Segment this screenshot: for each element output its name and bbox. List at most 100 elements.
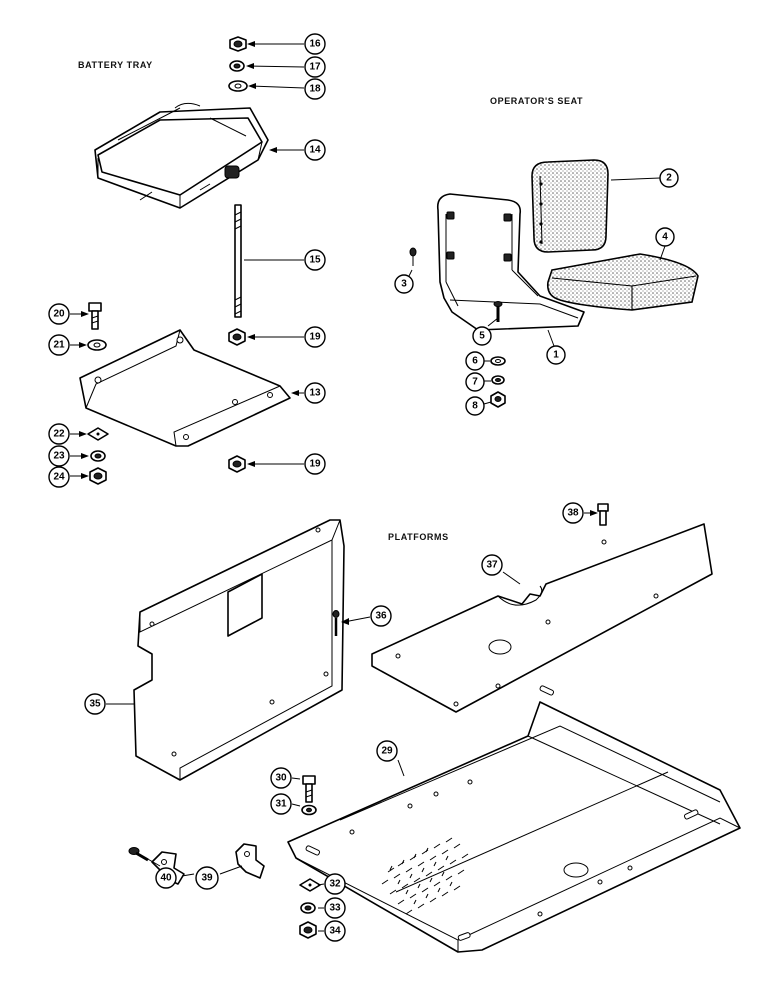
part-6-washer <box>490 356 506 366</box>
callout-6: 6 <box>465 351 485 371</box>
part-20-bolt <box>88 302 102 330</box>
svg-text:38: 38 <box>567 508 579 519</box>
part-23-lockwasher <box>90 450 106 462</box>
part-34-nut <box>299 921 317 939</box>
svg-text:16: 16 <box>309 39 321 50</box>
battery-tray-title: BATTERY TRAY <box>78 60 153 70</box>
callout-36: 36 <box>370 605 392 627</box>
svg-text:4: 4 <box>662 232 668 243</box>
svg-text:15: 15 <box>309 255 321 266</box>
part-3-screw <box>409 247 417 266</box>
callout-35: 35 <box>84 693 106 715</box>
svg-text:6: 6 <box>472 356 478 367</box>
callout-7: 7 <box>465 372 485 392</box>
svg-text:39: 39 <box>201 873 213 884</box>
part-4-seat-cushion <box>546 253 699 311</box>
part-31-lockwasher <box>301 804 317 816</box>
part-35-side-panel <box>133 519 345 781</box>
callout-24: 24 <box>48 466 70 488</box>
svg-text:20: 20 <box>53 309 65 320</box>
part-1-seat-frame <box>436 193 585 331</box>
part-5-bolt <box>493 301 503 322</box>
callout-31: 31 <box>270 793 292 815</box>
callout-3: 3 <box>394 274 414 294</box>
svg-text:19: 19 <box>309 459 321 470</box>
callout-30: 30 <box>270 767 292 789</box>
svg-text:2: 2 <box>666 173 672 184</box>
part-13-bracket <box>79 329 291 447</box>
svg-text:18: 18 <box>309 84 321 95</box>
callout-19-lower: 19 <box>304 453 326 475</box>
callout-33: 33 <box>324 897 346 919</box>
callout-18: 18 <box>304 78 326 100</box>
svg-text:1: 1 <box>553 350 559 361</box>
svg-text:37: 37 <box>486 560 498 571</box>
operators-seat-title: OPERATOR'S SEAT <box>490 96 583 106</box>
svg-text:32: 32 <box>329 879 341 890</box>
callout-32: 32 <box>324 873 346 895</box>
part-33-lockwasher <box>300 902 316 914</box>
platforms-title: PLATFORMS <box>388 532 449 542</box>
callout-4: 4 <box>655 227 675 247</box>
svg-text:31: 31 <box>275 799 287 810</box>
callout-37: 37 <box>481 554 503 576</box>
svg-text:29: 29 <box>381 746 393 757</box>
part-16-nut <box>229 36 247 52</box>
callout-5: 5 <box>472 326 492 346</box>
part-8-nut <box>490 391 506 408</box>
svg-text:3: 3 <box>401 279 407 290</box>
tread-pattern <box>381 837 469 915</box>
part-7-lockwasher <box>491 375 505 385</box>
svg-text:24: 24 <box>53 472 65 483</box>
part-19-nut-lower <box>228 455 246 473</box>
callout-13: 13 <box>304 382 326 404</box>
part-17-lockwasher <box>229 60 245 72</box>
callout-39: 39 <box>195 866 219 890</box>
svg-text:13: 13 <box>309 388 321 399</box>
svg-text:21: 21 <box>53 340 65 351</box>
svg-text:8: 8 <box>472 401 478 412</box>
part-19-nut-upper <box>228 328 246 346</box>
svg-text:19: 19 <box>309 332 321 343</box>
svg-text:34: 34 <box>329 926 341 937</box>
svg-text:35: 35 <box>89 699 101 710</box>
part-32-plate <box>299 878 321 892</box>
callout-38: 38 <box>562 502 584 524</box>
part-36-screw <box>332 610 340 636</box>
callout-22: 22 <box>48 423 70 445</box>
part-18-washer <box>228 80 248 92</box>
callout-19-upper: 19 <box>304 326 326 348</box>
callout-2: 2 <box>659 168 679 188</box>
svg-text:17: 17 <box>309 62 321 73</box>
svg-text:30: 30 <box>275 773 287 784</box>
callout-29: 29 <box>376 740 398 762</box>
svg-text:36: 36 <box>375 611 387 622</box>
callout-8: 8 <box>465 396 485 416</box>
part-22-plate <box>87 427 109 441</box>
part-30-bolt <box>302 775 316 803</box>
svg-text:40: 40 <box>160 873 172 884</box>
callout-1: 1 <box>546 345 566 365</box>
callout-40: 40 <box>155 867 177 889</box>
part-24-nut <box>89 467 107 485</box>
part-14-battery-tray <box>94 102 269 209</box>
callout-17: 17 <box>304 56 326 78</box>
svg-text:7: 7 <box>472 377 478 388</box>
callout-20: 20 <box>48 303 70 325</box>
callout-14: 14 <box>304 139 326 161</box>
leader-lines <box>70 41 666 932</box>
svg-text:5: 5 <box>479 331 485 342</box>
callout-23: 23 <box>48 445 70 467</box>
part-40-bolt <box>128 847 149 862</box>
callout-16: 16 <box>304 33 326 55</box>
part-2-seat-back-cushion <box>531 159 609 253</box>
part-37-floor-plate <box>371 523 713 713</box>
svg-text:23: 23 <box>53 451 65 462</box>
callout-21: 21 <box>48 334 70 356</box>
svg-text:22: 22 <box>53 429 65 440</box>
part-15-stud <box>234 204 242 318</box>
svg-text:33: 33 <box>329 903 341 914</box>
callout-15: 15 <box>304 249 326 271</box>
